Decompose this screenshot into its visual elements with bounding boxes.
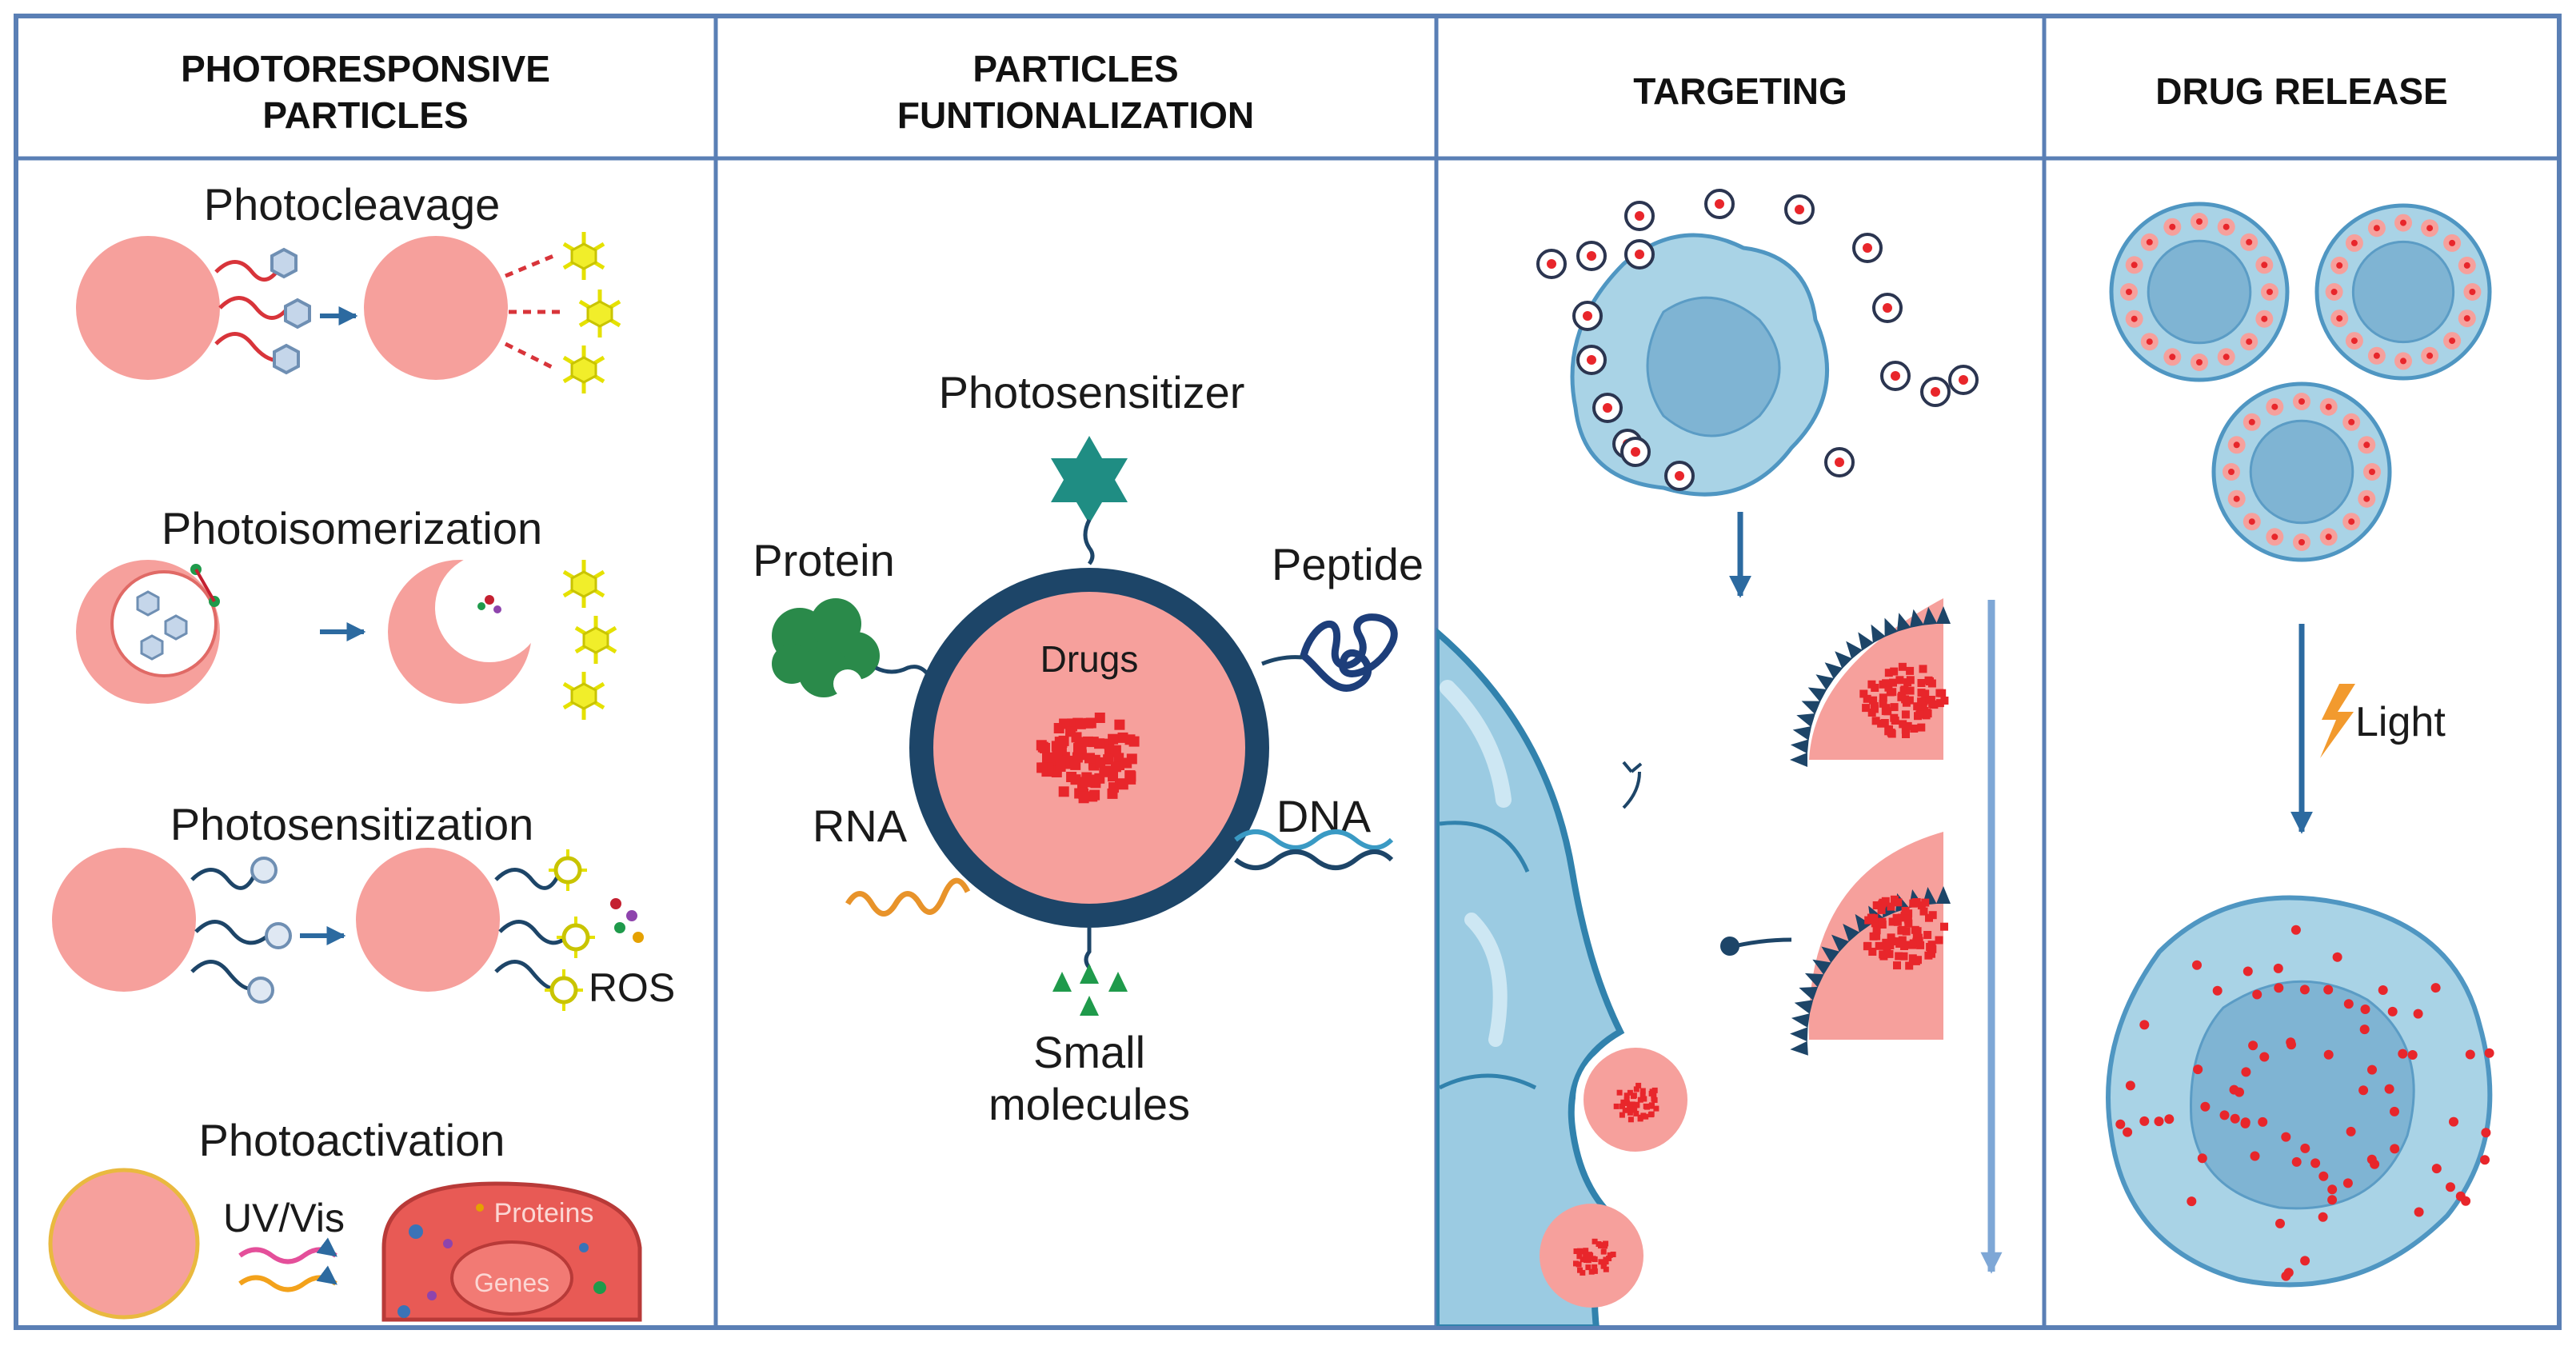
small-molecules-label-line2: molecules [988,1079,1190,1129]
linker-icon [1084,928,1092,969]
rna-label: RNA [813,801,908,851]
linker-icon [214,258,290,363]
small-molecules-label-line1: Small [1033,1027,1145,1077]
cavity-icon [110,570,218,677]
nucleus-icon [2190,980,2415,1210]
cell-marker-icon [397,1204,606,1318]
proteins-label: Proteins [494,1198,594,1228]
rna-strand-icon [845,877,971,917]
photosensitizer-label: Photosensitizer [939,367,1245,417]
nucleus-icon [1646,296,1781,437]
peptide-label: Peptide [1272,539,1424,589]
nucleus-icon [450,1240,573,1316]
hexagon-icon [136,590,188,661]
photoactivation-panel: Photoactivation UV/Vis Proteins Genes [48,1115,642,1322]
open-cavity-icon [435,553,544,662]
drug-cluster-icon [1613,1082,1659,1123]
drug-cluster-icon [1859,662,1949,738]
linker-icon [1261,655,1303,666]
linker-icon [494,868,569,991]
particle-icon [52,848,196,992]
uv-vis-label: UV/Vis [223,1196,345,1240]
drugs-label: Drugs [1040,638,1139,680]
header-photoresponsive-line2: PARTICLES [262,94,468,136]
released-molecule-icon [562,560,617,720]
excited-sensitizer-icon [545,849,595,1011]
loaded-cells-icon [2109,202,2492,562]
photosensitization-panel: Photosensitization [52,799,675,1011]
released-drug-icon [2115,925,2494,1281]
lightning-icon [2320,684,2355,758]
photocleavage-label: Photocleavage [204,179,501,230]
particle-icon [48,1168,200,1320]
photocleavage-panel: Photocleavage [76,179,621,393]
receptor-icon [1622,771,1641,809]
header-targeting: TARGETING [1633,70,1847,112]
dna-helix-icon [1234,829,1394,870]
drug-cluster-icon [1863,895,1948,970]
header-photoresponsive-line1: PHOTORESPONSIVE [181,48,550,90]
particle-icon [364,236,508,380]
photosensitization-label: Photosensitization [170,799,534,849]
zoomed-particle-icon [1809,598,1943,760]
protein-label: Protein [753,535,894,585]
internalized-particle-icon [1576,1040,1695,1160]
light-wave-icon [238,1237,337,1292]
header-functionalization-line2: FUNTIONALIZATION [897,94,1254,136]
photoactivation-label: Photoactivation [199,1115,505,1165]
linker-icon [190,868,270,991]
ligand-spikes-icon [1790,606,1951,767]
drug-release-panel: Light [2106,202,2494,1288]
drug-cluster-icon [1573,1238,1616,1276]
photoisomerization-label: Photoisomerization [162,503,542,553]
photosensitizer-star-icon [1051,436,1128,524]
released-molecule-icon [562,232,621,393]
protein-blob-icon [772,598,880,698]
particle-icon [76,236,220,380]
header-functionalization-line1: PARTICLES [972,48,1178,90]
nanoparticle-core-icon [933,592,1245,904]
cleaved-linker-icon [504,254,565,370]
linker-icon [1083,518,1095,565]
particle-icon [356,848,500,992]
linker-icon [874,665,929,676]
peptide-coil-icon [1299,613,1398,692]
drug-cluster-icon [1036,713,1140,804]
header-drug-release: DRUG RELEASE [2155,70,2447,112]
photoisomerization-panel: Photoisomerization [76,503,617,720]
ros-label: ROS [589,965,675,1010]
genes-label: Genes [474,1268,549,1297]
functionalization-panel: Photosensitizer Protein Peptide Drugs RN… [753,367,1424,1129]
light-label: Light [2355,699,2446,745]
hexagon-icon [270,247,311,375]
small-molecule-icon [1052,964,1128,1016]
targeting-panel [1436,189,2003,1326]
sensitizer-icon [247,857,292,1004]
nanoparticle-icon [1536,189,1979,491]
ros-dots-icon [610,898,644,943]
